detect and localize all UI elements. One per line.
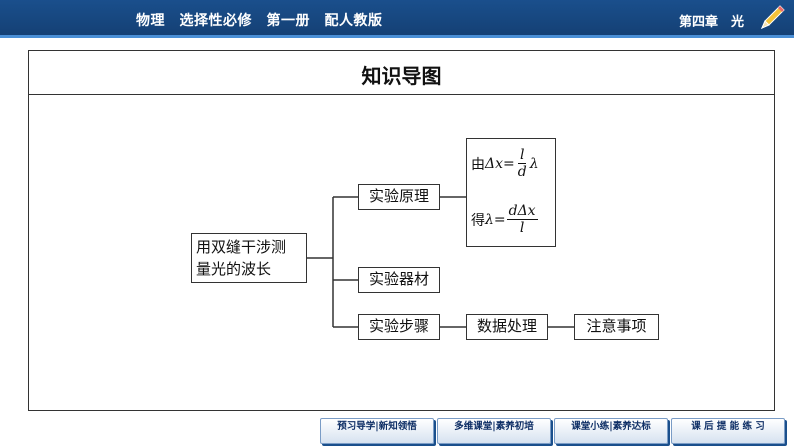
formula2-prefix: 得 — [471, 212, 485, 229]
chapter-title: 第四章 光 — [679, 15, 745, 30]
node-equipment: 实验器材 — [358, 267, 440, 293]
knowledge-map-frame: 知识导图 — [28, 50, 775, 411]
node-steps: 实验步骤 — [358, 314, 440, 340]
frame-title-bar: 知识导图 — [29, 51, 774, 95]
formula1-fraction: l d — [516, 147, 529, 180]
nav-button-preview[interactable]: 预习导学|新知领悟 — [320, 418, 434, 444]
formula-wavelength: 得 λ = dΔx l — [471, 203, 539, 236]
formula1-suffix: λ — [529, 155, 539, 172]
nav-button-classroom[interactable]: 多维课堂|素养初培 — [437, 418, 551, 444]
nav-button-practice[interactable]: 课堂小练|素养达标 — [554, 418, 668, 444]
formula1-eq: = — [503, 155, 515, 172]
formula2-numerator: dΔx — [506, 203, 538, 220]
formula2-lhs: λ — [485, 211, 494, 228]
formula2-fraction: dΔx l — [506, 203, 538, 236]
formula2-eq: = — [493, 211, 506, 228]
formula1-prefix: 由 — [471, 156, 485, 173]
formula-fringe-spacing: 由 Δx = l d λ — [471, 147, 539, 180]
node-principle: 实验原理 — [358, 184, 440, 210]
root-node-line1: 用双缝干涉测 — [196, 238, 287, 256]
formula2-denominator: l — [519, 220, 525, 236]
book-title: 物理 选择性必修 第一册 配人教版 — [136, 13, 383, 29]
node-notes: 注意事项 — [574, 314, 659, 340]
header-accent-line — [0, 35, 794, 38]
node-data-processing: 数据处理 — [466, 314, 548, 340]
header-bar: 物理 选择性必修 第一册 配人教版 第四章 光 — [0, 0, 794, 38]
root-node-line2: 量光的波长 — [196, 260, 272, 278]
nav-button-homework[interactable]: 课 后 提 能 练 习 — [671, 418, 785, 444]
formula1-lhs: Δx — [485, 155, 504, 172]
formula1-denominator: d — [517, 164, 527, 180]
formula1-numerator: l — [517, 147, 527, 164]
node-formula: 由 Δx = l d λ 得 λ = dΔx l — [466, 138, 556, 247]
pencil-icon — [761, 5, 785, 29]
page-title: 知识导图 — [361, 64, 442, 88]
root-node: 用双缝干涉测 量光的波长 — [191, 233, 307, 283]
